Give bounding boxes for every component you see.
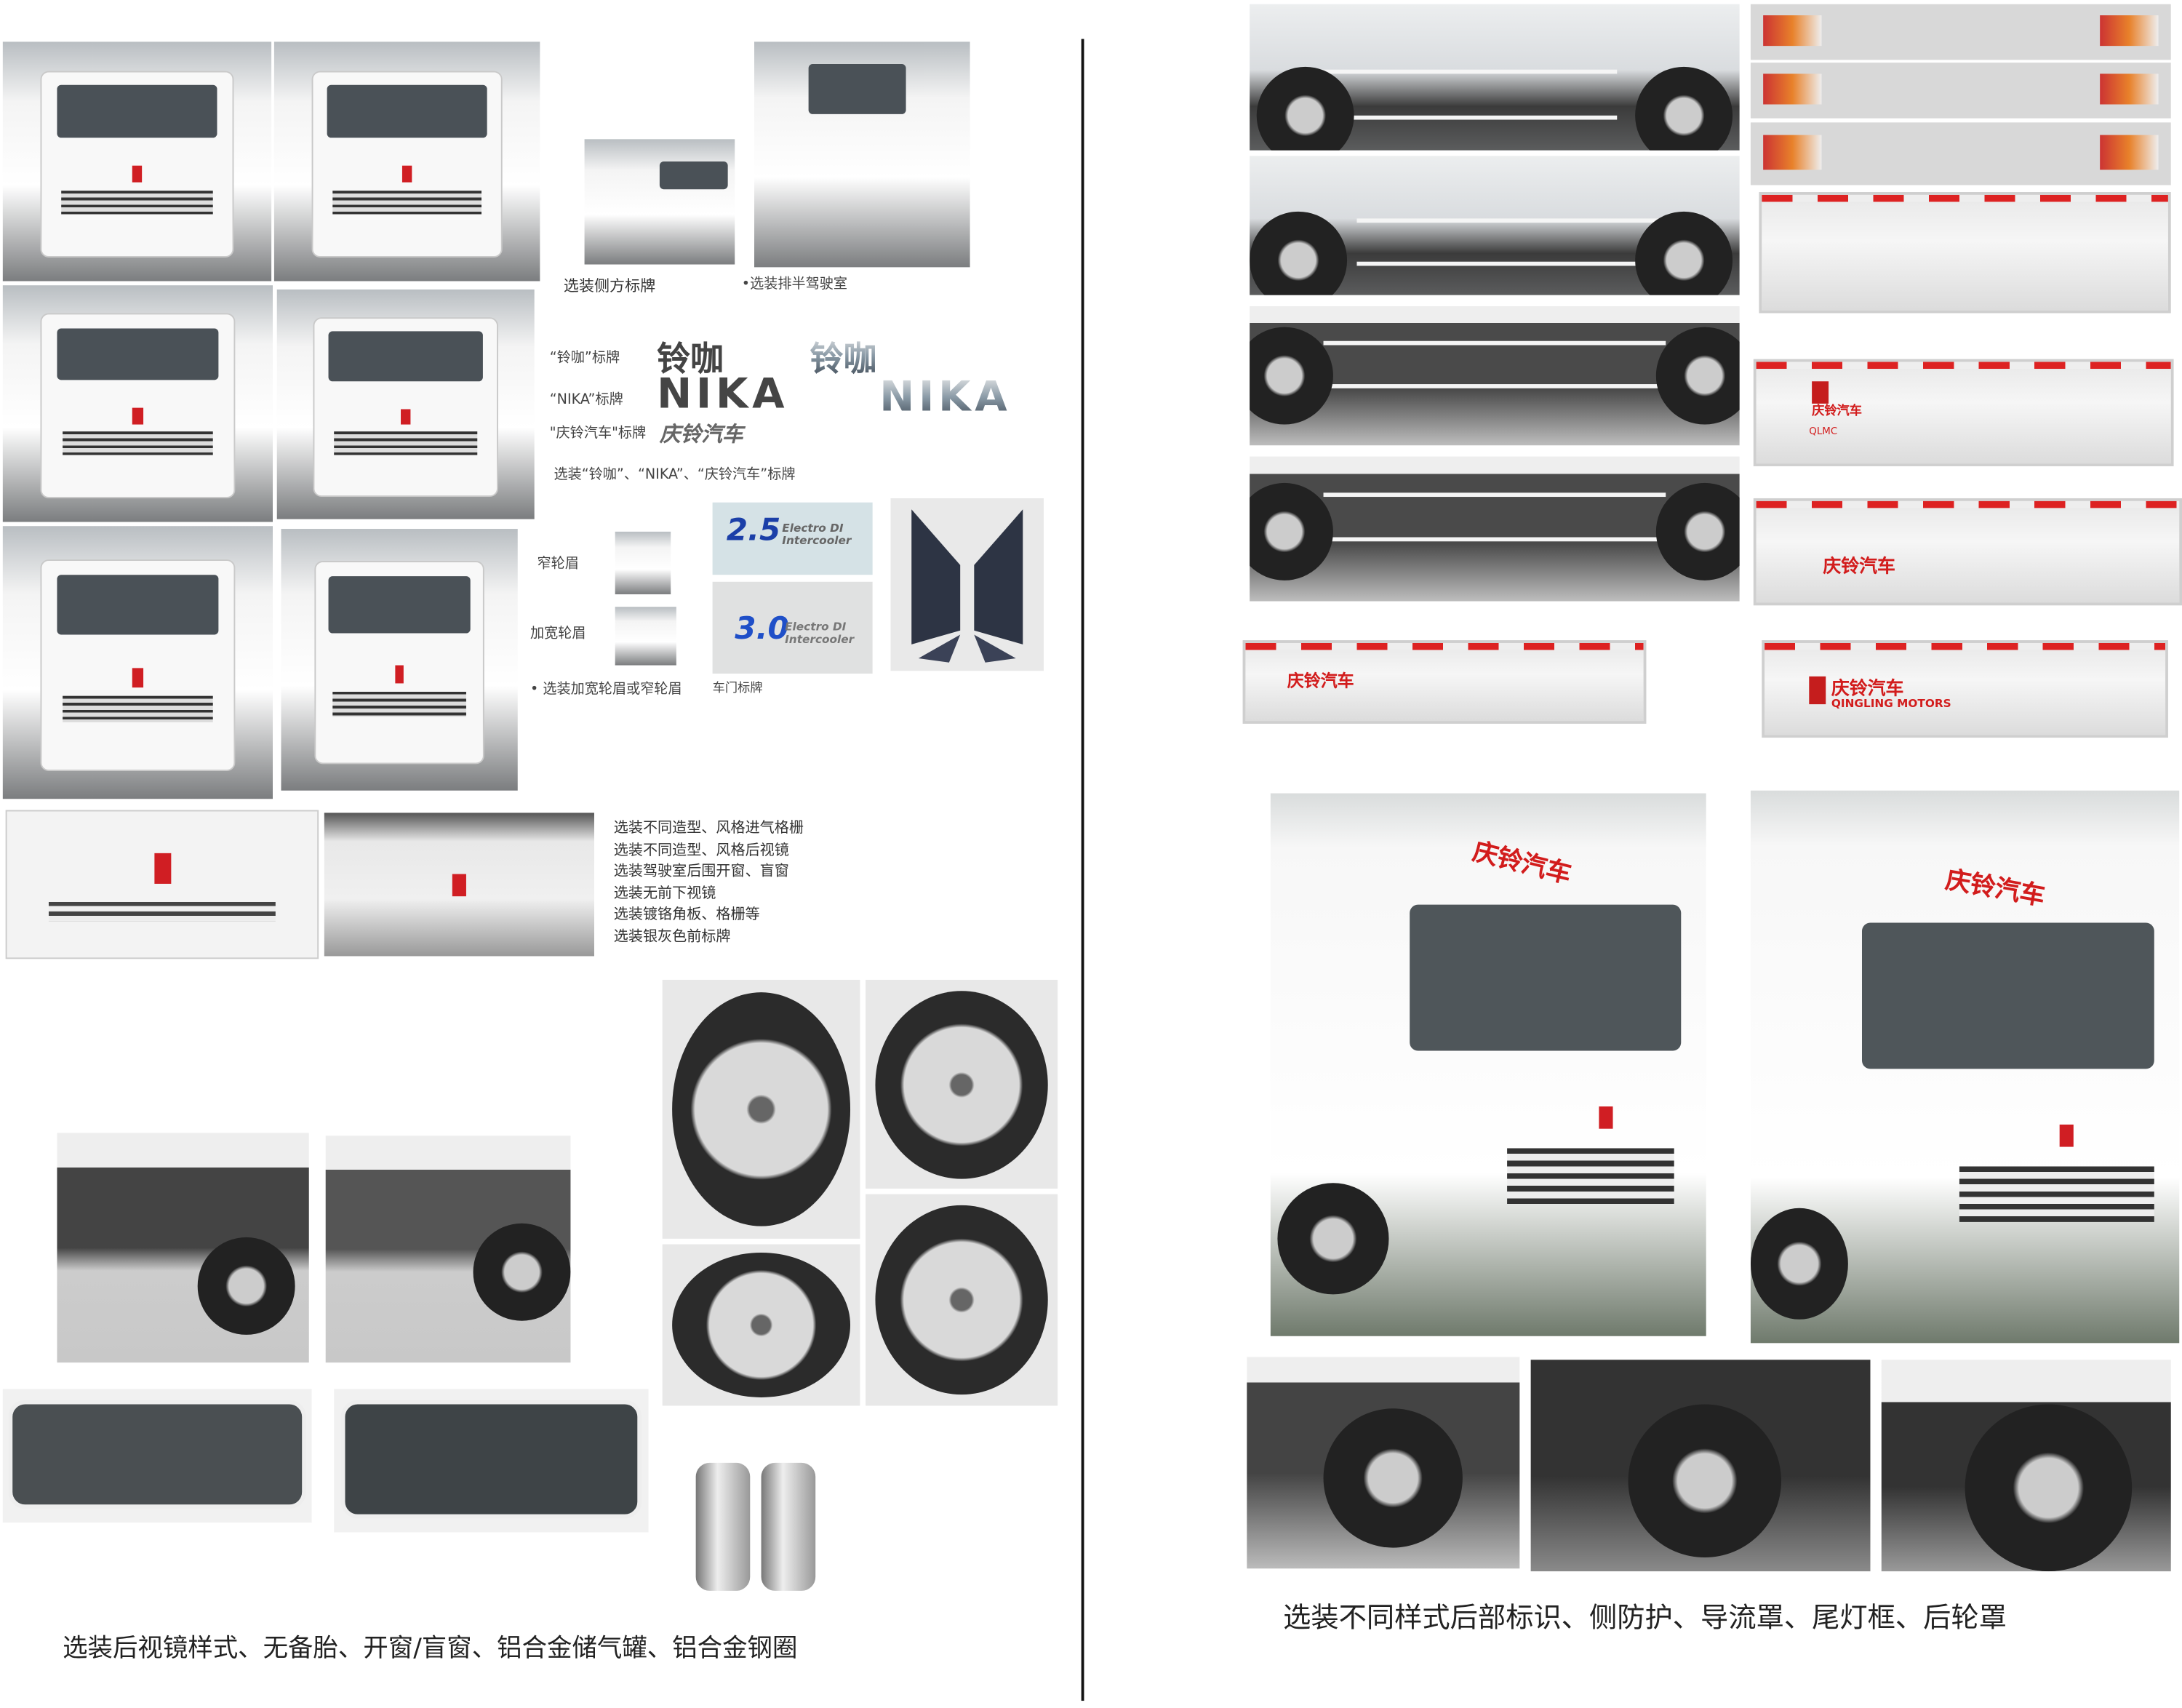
- options-list-item: 选装不同造型、风格进气格栅: [613, 819, 804, 837]
- linka-logo-chrome: 铃咖: [810, 331, 877, 380]
- cab-deflector-photo: 庆铃汽车: [1750, 790, 2180, 1344]
- page-divider: [1081, 39, 1084, 1701]
- linka-label: “铃咖”标牌: [549, 351, 620, 367]
- qingling-box-text: 庆铃汽车: [1287, 671, 1354, 690]
- rear-door-motors-photo: 庆铃汽车 QINGLING MOTORS: [1762, 640, 2168, 738]
- steel-wheel-photo: [662, 1244, 860, 1406]
- nika-logo-chrome: NIKA: [879, 372, 1012, 422]
- qingling-label: "庆铃汽车"标牌: [549, 426, 647, 442]
- qlmc-cn-text: 庆铃汽车: [1812, 404, 1863, 419]
- truck-front-photo: [276, 289, 535, 519]
- aluminum-air-tank-photo: [690, 1456, 821, 1598]
- door-badge-30-photo: 3.0 Electro DI Intercooler: [712, 581, 873, 674]
- side-guard-photo: [1250, 456, 1740, 602]
- rear-door-qlmc-photo: 庆铃汽车 QLMC: [1753, 359, 2174, 466]
- qingling-logo: 庆铃汽车: [659, 421, 743, 447]
- door-badge-25-text: Electro DI Intercooler: [782, 522, 852, 547]
- alloy-wheel-photo: [662, 979, 860, 1239]
- narrow-fender-label: 窄轮眉: [537, 556, 579, 572]
- truck-front-photo: [2, 41, 272, 282]
- nika-logo-flat: NIKA: [657, 370, 789, 419]
- cab-deflector-text: 庆铃汽车: [1469, 837, 1575, 890]
- truck-front-photo: [281, 529, 518, 791]
- qingling-box-text: 庆铃汽车: [1823, 556, 1895, 578]
- fender-option-caption: • 选装加宽轮眉或窄轮眉: [529, 682, 682, 698]
- rear-door-text-photo: 庆铃汽车: [1242, 640, 1647, 724]
- qingling-box-text: 庆铃汽车: [1831, 679, 1904, 701]
- grille-option-photo: [5, 810, 319, 959]
- options-list-item: 选装无前下视镜: [613, 884, 716, 901]
- side-guard-photo: [1250, 4, 1740, 151]
- narrow-fender-photo: [615, 531, 671, 594]
- side-guard-photo: [1250, 156, 1740, 295]
- door-badge-25-photo: 2.5 Electro DI Intercooler: [712, 502, 873, 575]
- truck-front-photo: [2, 526, 273, 799]
- rear-wheel-cover-photo: [1530, 1360, 1871, 1572]
- wide-fender-photo: [615, 607, 676, 666]
- alloy-wheel-photo: [866, 979, 1058, 1189]
- options-list: 选装不同造型、风格进气格栅 选装不同造型、风格后视镜 选装驾驶室后围开窗、盲窗 …: [614, 818, 804, 948]
- rear-wheel-cover-photo: [1247, 1357, 1520, 1569]
- tail-light-frame-photo: [1750, 122, 2171, 185]
- cab-deflector-photo: 庆铃汽车: [1270, 793, 1706, 1336]
- half-cab-photo: [754, 41, 970, 268]
- qingling-motors-text: QINGLING MOTORS: [1831, 697, 1951, 710]
- no-spare-tire-photo: [325, 1136, 571, 1363]
- rear-wheel-cover-photo: [1881, 1360, 2171, 1572]
- options-list-item: 选装驾驶室后围开窗、盲窗: [613, 863, 789, 880]
- open-window-photo: [334, 1389, 649, 1533]
- emblem-icon: [911, 509, 1023, 663]
- door-badge-30-text: Electro DI Intercooler: [785, 620, 855, 646]
- rear-door-photo: [1759, 192, 2171, 314]
- grille-option-photo: [324, 813, 594, 957]
- badge-options-caption: 选装“铃咖”、“NIKA”、“庆铃汽车”标牌: [554, 467, 796, 483]
- cab-side-badge-photo: [584, 139, 735, 265]
- wide-fender-label: 加宽轮眉: [529, 626, 586, 642]
- door-badge-caption: 车门标牌: [712, 682, 763, 696]
- door-badge-30-number: 3.0: [735, 612, 789, 647]
- chrome-emblem-photo: [890, 498, 1044, 671]
- side-badge-caption: 选装侧方标牌: [563, 276, 656, 295]
- tail-light-frame-photo: [1750, 63, 2171, 119]
- blind-window-photo: [2, 1389, 312, 1523]
- steel-wheel-photo: [866, 1194, 1058, 1406]
- right-bottom-caption: 选装不同样式后部标识、侧防护、导流罩、尾灯框、后轮罩: [1283, 1600, 2007, 1635]
- options-list-item: 选装镀铬角板、格栅等: [613, 906, 760, 923]
- no-spare-tire-photo: [57, 1133, 309, 1363]
- nika-label: “NIKA”标牌: [549, 392, 623, 408]
- left-bottom-caption: 选装后视镜样式、无备胎、开窗/盲窗、铝合金储气罐、铝合金钢圈: [63, 1634, 798, 1664]
- tail-light-frame-photo: [1750, 4, 2171, 60]
- rear-door-text-photo: 庆铃汽车: [1753, 498, 2182, 606]
- truck-front-photo: [2, 285, 273, 522]
- qlmc-text: QLMC: [1809, 426, 1838, 437]
- side-guard-photo: [1250, 306, 1740, 446]
- linka-logo-flat: 铃咖: [657, 339, 724, 379]
- door-badge-25-number: 2.5: [726, 514, 781, 548]
- cab-deflector-text: 庆铃汽车: [1943, 865, 2047, 912]
- half-cab-caption: •选装排半驾驶室: [741, 276, 848, 292]
- options-list-item: 选装银灰色前标牌: [613, 927, 731, 945]
- truck-front-photo: [273, 41, 540, 282]
- options-list-item: 选装不同造型、风格后视镜: [613, 841, 789, 858]
